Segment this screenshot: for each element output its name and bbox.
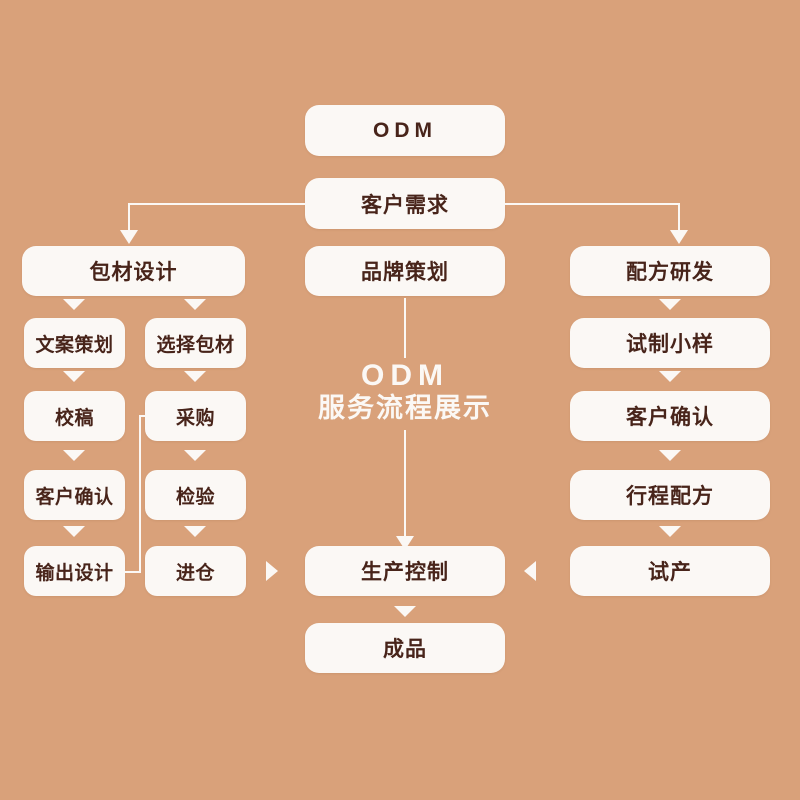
node-production-control: 生产控制 (305, 546, 505, 596)
node-trial-sample: 试制小样 (570, 318, 770, 368)
node-brand-planning: 品牌策划 (305, 246, 505, 296)
node-packaging-design: 包材设计 (22, 246, 245, 296)
center-title-line1: ODM (361, 359, 449, 392)
arrow-formula-rd-to-trial-sample (659, 299, 681, 310)
arrow-proofreading-to-customer-confirm (63, 450, 85, 461)
connector-branch-left-horizontal (128, 203, 306, 205)
arrow-customer-confirm-to-process-formula (659, 450, 681, 461)
arrow-production-control-to-finished-product (394, 606, 416, 617)
connector-branch-right-vertical (678, 203, 680, 233)
arrow-packaging-to-copywriting (63, 299, 85, 310)
node-inspection: 检验 (145, 470, 246, 520)
arrow-copywriting-to-proofreading (63, 371, 85, 382)
connector-brand-planning-down-upper (404, 298, 406, 358)
node-trial-production: 试产 (570, 546, 770, 596)
arrow-left-group-to-production-control (266, 561, 278, 581)
center-watermark-title: ODM 服务流程展示 (305, 358, 505, 425)
node-odm: ODM (305, 105, 505, 156)
connector-branch-left-vertical (128, 203, 130, 233)
connector-to-purchasing-horizontal (139, 415, 147, 417)
arrowhead-to-purchasing (145, 410, 154, 422)
node-copywriting-planning: 文案策划 (24, 318, 125, 368)
arrow-select-packaging-to-purchasing (184, 371, 206, 382)
arrowhead-branch-right (670, 230, 688, 244)
arrow-inspection-to-warehousing (184, 526, 206, 537)
node-formula-rd: 配方研发 (570, 246, 770, 296)
center-title-line2: 服务流程展示 (318, 393, 492, 424)
connector-branch-right-horizontal (504, 203, 680, 205)
node-warehousing: 进仓 (145, 546, 246, 596)
arrow-customer-confirm-to-output-design (63, 526, 85, 537)
node-customer-confirm-left: 客户确认 (24, 470, 125, 520)
node-proofreading: 校稿 (24, 391, 125, 441)
node-select-packaging: 选择包材 (145, 318, 246, 368)
connector-output-design-vertical (139, 415, 141, 572)
node-process-formula: 行程配方 (570, 470, 770, 520)
arrow-trial-sample-to-customer-confirm (659, 371, 681, 382)
node-customer-demand: 客户需求 (305, 178, 505, 229)
arrow-process-formula-to-trial-production (659, 526, 681, 537)
node-finished-product: 成品 (305, 623, 505, 673)
node-purchasing: 采购 (145, 391, 246, 441)
connector-brand-planning-down-lower (404, 430, 406, 540)
node-customer-confirm-right: 客户确认 (570, 391, 770, 441)
node-output-design: 输出设计 (24, 546, 125, 596)
arrow-packaging-to-select-packaging (184, 299, 206, 310)
connector-output-design-horizontal (125, 571, 141, 573)
arrow-purchasing-to-inspection (184, 450, 206, 461)
arrowhead-branch-left (120, 230, 138, 244)
arrow-right-group-to-production-control (524, 561, 536, 581)
